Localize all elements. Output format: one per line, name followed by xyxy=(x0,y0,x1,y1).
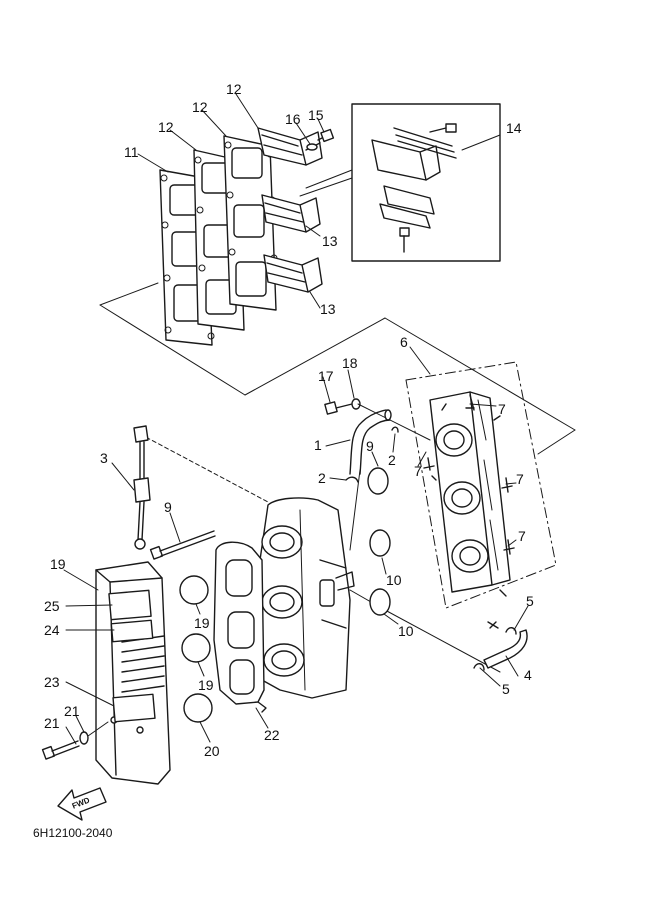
callout-7: 7 xyxy=(516,471,524,487)
callout-22: 22 xyxy=(264,727,280,743)
callout-leaders xyxy=(63,93,529,745)
forward-arrow xyxy=(57,787,107,821)
callout-7: 7 xyxy=(414,463,422,479)
callout-9: 10 xyxy=(386,572,402,588)
callout-4: 4 xyxy=(524,667,532,683)
callout-18: 19 xyxy=(50,556,66,572)
callout-11: 12 xyxy=(158,119,174,135)
reed-valve-12-middle xyxy=(261,194,321,233)
gasket-19-middle xyxy=(181,633,211,663)
intake-manifold-6 xyxy=(405,361,557,609)
callout-14: 15 xyxy=(308,107,324,123)
callout-19: 19 xyxy=(198,677,214,693)
callout-16: 17 xyxy=(318,368,334,384)
callout-7: 7 xyxy=(518,528,526,544)
nipple-fitting xyxy=(487,621,499,629)
callout-19: 19 xyxy=(194,615,210,631)
callout-2: 2 xyxy=(318,470,326,486)
gasket-22 xyxy=(213,541,267,713)
washer-17 xyxy=(351,398,361,410)
o-ring-9-middle xyxy=(369,529,391,557)
callout-12: 13 xyxy=(320,301,336,317)
gasket-10-front xyxy=(223,135,278,311)
clip-2-right xyxy=(391,426,399,433)
callout-6: 6 xyxy=(400,334,408,350)
leader-line xyxy=(139,433,269,503)
reed-valve-12-top xyxy=(257,127,323,166)
clip-2-left xyxy=(345,476,359,483)
o-ring-9-bottom xyxy=(369,588,391,616)
gasket-19-top xyxy=(179,575,209,605)
screws-7 xyxy=(423,394,515,555)
callout-5: 5 xyxy=(502,681,510,697)
leader-line xyxy=(87,721,109,737)
bolt-20 xyxy=(41,740,80,760)
callout-5: 5 xyxy=(526,593,534,609)
leader-line xyxy=(349,469,361,551)
bolt-8 xyxy=(149,530,216,560)
callout-12: 13 xyxy=(322,233,338,249)
callout-1: 1 xyxy=(314,437,322,453)
label-plate-23 xyxy=(112,693,156,723)
callout-25: 25 xyxy=(44,598,60,614)
reed-valve-detail-box xyxy=(299,103,501,262)
reed-valve-12-bottom xyxy=(263,254,323,293)
gasket-19-bottom xyxy=(183,693,213,723)
callout-15: 16 xyxy=(285,111,301,127)
bolt-16 xyxy=(324,401,353,415)
callout-24: 24 xyxy=(44,622,60,638)
callout-21: 21 xyxy=(64,703,80,719)
washer-15 xyxy=(306,143,318,151)
callout-13: 14 xyxy=(506,120,522,136)
crankcase-cover xyxy=(253,497,355,699)
diagram-code: 6H12100-2040 xyxy=(33,826,113,840)
clip-5-bottom xyxy=(473,663,485,671)
leader-line xyxy=(357,403,431,441)
washer-21 xyxy=(79,731,89,745)
callout-19: 20 xyxy=(204,743,220,759)
callout-20: 21 xyxy=(44,715,60,731)
callout-9: 9 xyxy=(366,438,374,454)
hose-4 xyxy=(483,629,528,669)
clip-5-top xyxy=(505,627,517,635)
callout-10: 11 xyxy=(124,144,139,160)
bolt-14 xyxy=(305,128,335,151)
callout-3: 3 xyxy=(100,450,108,466)
callout-8: 9 xyxy=(164,499,172,515)
callout-10: 12 xyxy=(192,99,208,115)
callout-23: 23 xyxy=(44,674,60,690)
assembly-guide-lines xyxy=(99,282,576,455)
label-plate-24 xyxy=(110,619,154,643)
callout-7: 7 xyxy=(498,401,506,417)
hose-1 xyxy=(349,409,392,475)
label-plate-25 xyxy=(108,589,152,621)
callout-17: 18 xyxy=(342,355,358,371)
callout-9: 10 xyxy=(398,623,414,639)
bracket-3 xyxy=(133,425,151,550)
callout-12: 12 xyxy=(226,81,242,97)
o-ring-9-top xyxy=(367,467,389,495)
callout-2: 2 xyxy=(388,452,396,468)
